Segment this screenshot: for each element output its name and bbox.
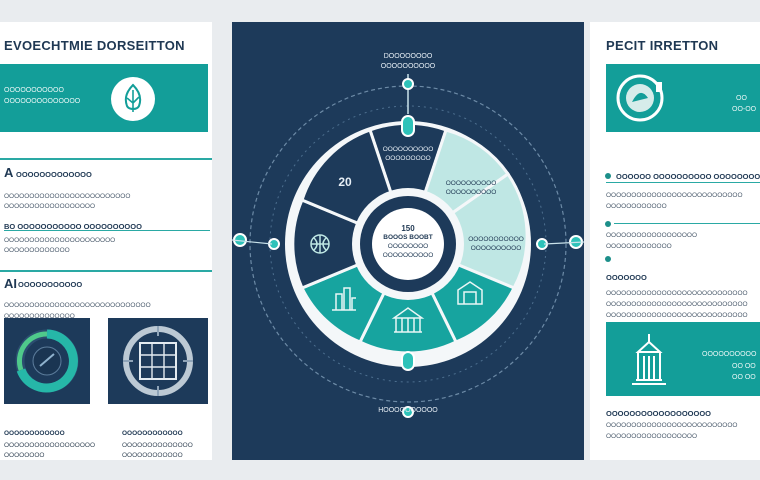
right-title: PECIT IRRETTON [606, 38, 719, 53]
top-label-line: DOOOOOOOO [383, 53, 433, 60]
hub-inner [372, 208, 444, 280]
segment-top-label: OOOOOOOOOO [382, 146, 434, 153]
section-b-rule [4, 230, 210, 231]
segment-top-right-label: OOOOOOOOOO [445, 189, 497, 196]
right-banner: OO OO-OO [606, 64, 760, 132]
right-section-2-line: OOOOOOOOOOOOOOOOOO [606, 232, 698, 239]
right-section-rule [614, 223, 760, 224]
left-banner-line: OOOOOOOOOOO [4, 87, 64, 94]
right-section-3-title: OOOOOOO [606, 273, 647, 282]
bottom-node [402, 406, 414, 418]
right-section-3-line: OOOOOOOOOOOOOOOOOOOOOOOOOOOO [606, 312, 748, 319]
gauge-tile [4, 318, 90, 404]
capitol-icon [632, 334, 666, 385]
bullet-dot [605, 256, 611, 262]
right-footer-title: OOOOOOOOOOOOOOOOOO [606, 409, 712, 418]
top-label-line: OOOOOOOOOO [380, 63, 436, 70]
section-a-line: OOOOOOOOOOOOOOOOOOOOOOOOO [4, 193, 131, 200]
segment-number: 20 [338, 175, 352, 189]
right-section-rule [606, 182, 760, 183]
right-panel: PECIT IRRETTON OO OO-OO OOOOOO OOOOOOOOO… [590, 22, 760, 460]
section-a-title: OOOOOOOOOOOOO [16, 170, 92, 179]
section-b-line: OOOOOOOOOOOOO [4, 247, 70, 254]
globe-icon [310, 234, 330, 254]
top-handle [401, 115, 415, 137]
right-banner-line: OO-OO [732, 106, 757, 113]
bullet-dot [605, 221, 611, 227]
segment-top-right-label: OOOOOOOOOO [445, 180, 497, 187]
bottom-handle [401, 351, 415, 371]
section-c-line: OOOOOOOOOOOOOOOOOOOOOOOOOOOOO [4, 302, 151, 309]
segment-left [291, 198, 412, 290]
section-a-letter: A [4, 165, 14, 180]
hub-line: OOOOOOOO [387, 243, 429, 250]
section-c-title: OOOOOOOOOOO [18, 280, 83, 289]
right-card-line: OO OO [732, 374, 756, 381]
right-card-line: OOOOOOOOOO [702, 351, 757, 358]
right-section-2-line: OOOOOOOOOOOOO [606, 243, 672, 250]
factory-icon [332, 287, 356, 311]
left-banner: OOOOOOOOOOO OOOOOOOOOOOOOO [0, 64, 208, 132]
tile-2-line: OOOOOOOOOOOO [122, 452, 183, 459]
right-section-1-line: OOOOOOOOOOOO [606, 203, 667, 210]
right-footer-line: OOOOOOOOOOOOOOOOOO [606, 433, 698, 440]
hub-line: OOOOOOOOOO [382, 252, 434, 259]
left-divider [0, 158, 212, 160]
segment-right [404, 171, 529, 290]
tile-1-line: OOOOOOOOOOOOOOOOOO [4, 442, 96, 449]
left-panel: EVOECHTMIE DORSEITTON OOOOOOOOOOO OOOOOO… [0, 22, 212, 460]
tile-2-caption: OOOOOOOOOOOO [122, 430, 183, 437]
segment-right-label: OOOOOOOOOO [470, 245, 522, 252]
left-title: EVOECHTMIE DORSEITTON [4, 38, 185, 53]
building-icon [457, 281, 483, 305]
section-a-line: OOOOOOOOOOOOOOOOOO [4, 203, 96, 210]
right-section-1-title: OOOOOO OOOOOOOOOO OOOOOOOOO [616, 172, 760, 181]
right-section-3-line: OOOOOOOOOOOOOOOOOOOOOOOOOOOO [606, 290, 748, 297]
capitol-icon [391, 307, 425, 333]
right-section-3-line: OOOOOOOOOOOOOOOOOOOOOOOOOOOO [606, 301, 748, 308]
bullet-dot [605, 173, 611, 179]
bottom-label: HOOOOOOOOOO [378, 407, 438, 414]
circuit-grid-icon [123, 326, 193, 396]
left-divider [0, 270, 212, 272]
tile-1-caption: OOOOOOOOOOOO [4, 430, 65, 437]
circular-diagram [232, 74, 584, 418]
right-card-line: OO OO [732, 363, 756, 370]
right-card: OOOOOOOOOO OO OO OO OO [606, 322, 760, 396]
leaf-icon [111, 77, 155, 121]
section-b-title: BO OOOOOOOOOOO OOOOOOOOOO [4, 222, 142, 231]
tile-2-line: OOOOOOOOOOOOOO [122, 442, 193, 449]
landmark-icon [616, 74, 664, 122]
circuit-tile [108, 318, 208, 404]
segment-right-label: OOOOOOOOOOO [468, 236, 524, 243]
hub-number: 150 [401, 224, 415, 233]
tile-1-line: OOOOOOOO [4, 452, 45, 459]
hub-line: BOOOS BOOBT [383, 234, 433, 241]
right-banner-line: OO [736, 95, 747, 102]
left-banner-line: OOOOOOOOOOOOOO [4, 98, 81, 105]
right-section-1-line: OOOOOOOOOOOOOOOOOOOOOOOOOOO [606, 192, 743, 199]
section-c-line: OOOOOOOOOOOOOO [4, 313, 75, 320]
connectors [232, 74, 584, 418]
gauge-icon [15, 329, 79, 393]
section-b-line: OOOOOOOOOOOOOOOOOOOOOO [4, 237, 116, 244]
right-footer-line: OOOOOOOOOOOOOOOOOOOOOOOOOO [606, 422, 738, 429]
segment-top-label: OOOOOOOOO [385, 155, 431, 162]
top-node [402, 78, 414, 90]
section-c-letter: AI [4, 276, 17, 291]
center-panel: DOOOOOOOO OOOOOOOOOO 20 OOOOOOOOOO OOOOO… [232, 22, 584, 460]
